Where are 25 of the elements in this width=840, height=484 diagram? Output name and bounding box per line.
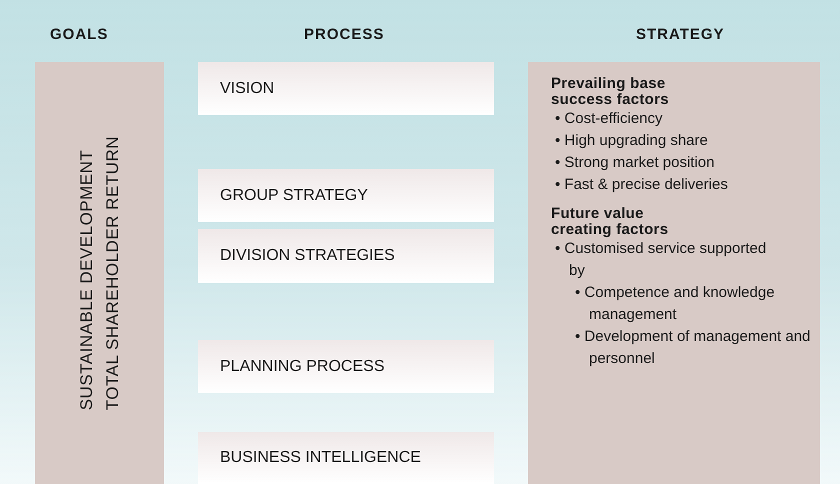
column-heading: GOALS: [50, 26, 108, 43]
section-heading: Prevailing base success factors: [551, 76, 670, 108]
bullet-item: • Fast & precise deliveries: [555, 175, 729, 195]
bullet-item: • Competence and knowledge management: [575, 283, 776, 325]
process-box: [198, 62, 494, 115]
process-box: [198, 229, 494, 283]
process-label: BUSINESS INTELLIGENCE: [220, 449, 421, 467]
process-label: VISION: [220, 80, 274, 98]
process-label: GROUP STRATEGY: [220, 186, 368, 204]
goal-bar: [35, 62, 164, 484]
strategy-panel: [528, 62, 820, 484]
bullet-item: • Customised service supported by: [555, 239, 768, 281]
section-heading: Future value creating factors: [551, 206, 670, 238]
process-label: DIVISION STRATEGIES: [220, 247, 395, 265]
goal-label: SUSTAINABLE DEVELOPMENT: [76, 148, 96, 410]
goal-label: TOTAL SHAREHOLDER RETURN: [102, 136, 122, 410]
bullet-item: • Development of management and personnel: [575, 327, 811, 369]
bullet-item: • Cost-efficiency: [555, 109, 664, 129]
process-box: [198, 340, 494, 393]
bullet-item: • Strong market position: [555, 153, 716, 173]
process-label: PLANNING PROCESS: [220, 358, 384, 376]
column-heading: PROCESS: [304, 26, 384, 43]
bullet-item: • High upgrading share: [555, 131, 709, 151]
column-heading: STRATEGY: [636, 26, 725, 43]
process-box: [198, 169, 494, 222]
